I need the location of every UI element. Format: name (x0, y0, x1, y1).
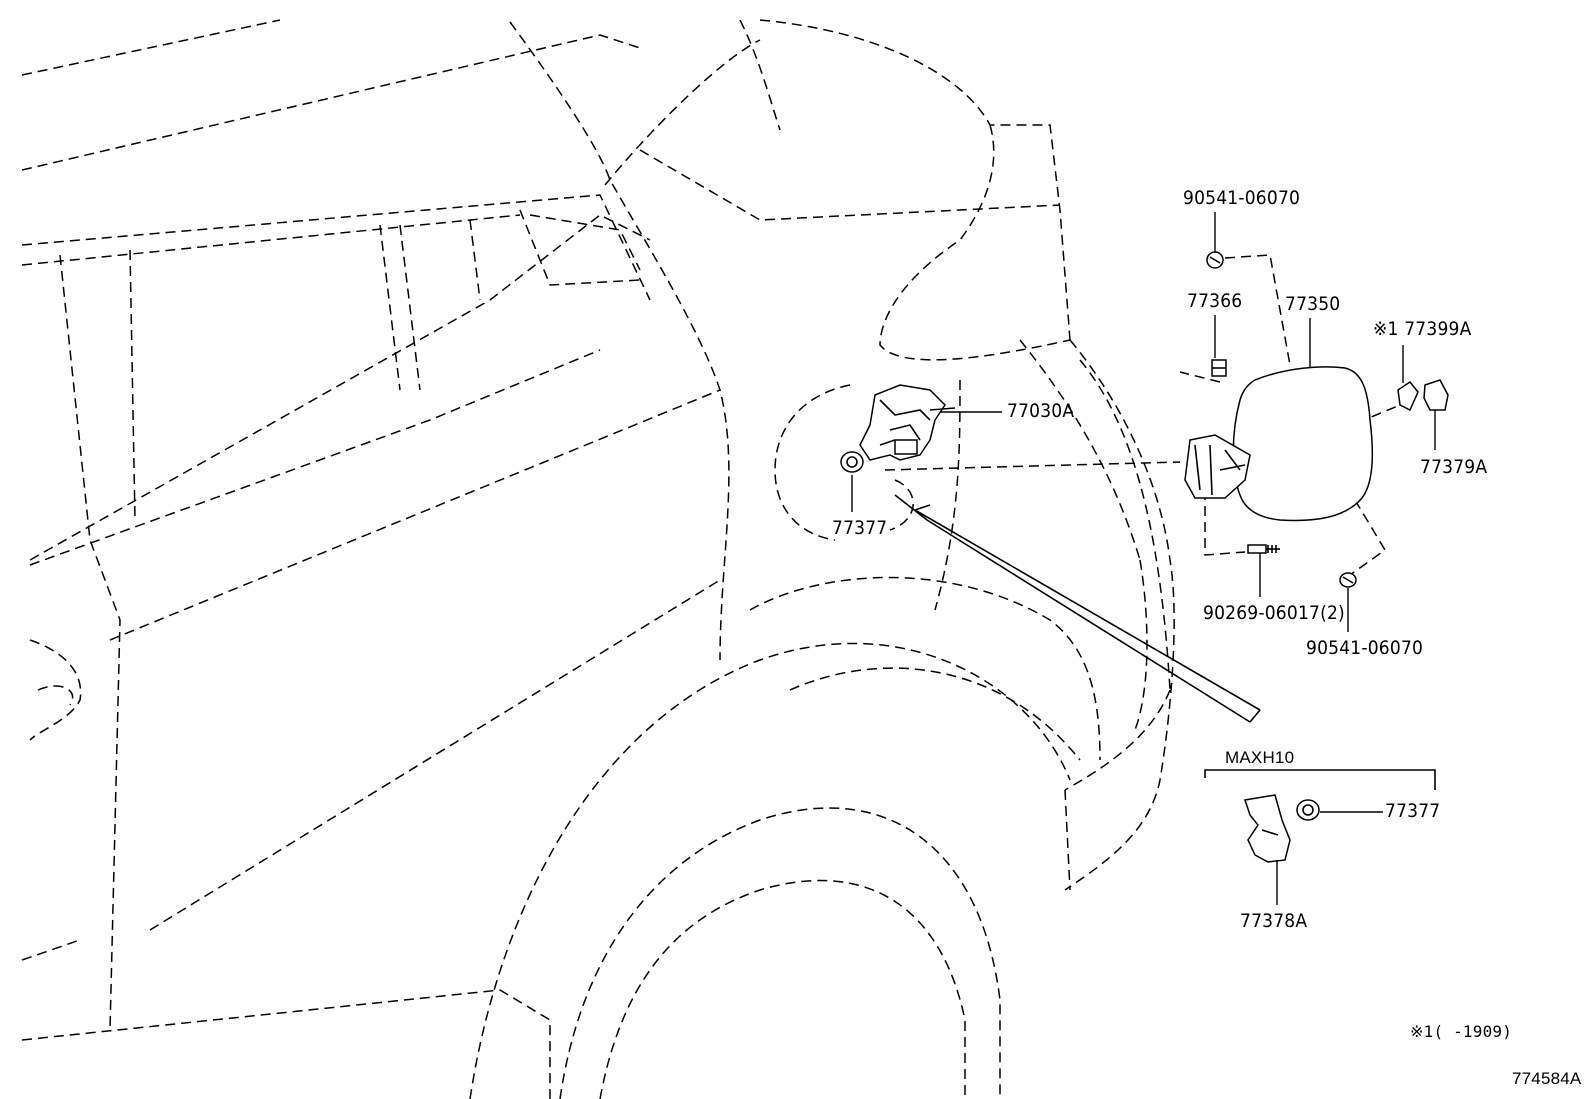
label-77378A: 77378A (1240, 910, 1308, 932)
label-90269-06017: 90269-06017(2) (1203, 602, 1345, 624)
actuator-77030A (859, 384, 956, 461)
grommet-77377-right (1296, 799, 1320, 821)
label-90541-06070-bottom: 90541-06070 (1306, 637, 1424, 659)
fuel-lid-77350 (1184, 366, 1374, 522)
label-77350: 77350 (1285, 293, 1341, 315)
label-77379A: 77379A (1420, 456, 1488, 478)
label-90541-06070-top: 90541-06070 (1183, 187, 1301, 209)
bolt-90269 (1247, 544, 1280, 554)
label-77377-left: 77377 (832, 517, 888, 539)
leader-lines (851, 212, 1436, 905)
maxh10-bracket (1204, 769, 1436, 790)
nut-90541-bottom (1339, 572, 1357, 588)
grommet-77377-left (840, 451, 864, 473)
label-77377-right: 77377 (1385, 800, 1441, 822)
label-77399A: ※1 77399A (1373, 318, 1472, 340)
clip-77366 (1211, 359, 1227, 377)
footnote: ※1( -1909) (1410, 1022, 1513, 1041)
diagram-id: 774584A (1512, 1069, 1582, 1088)
detail-arrow (894, 494, 1261, 723)
spring-77399A (1397, 380, 1419, 412)
label-77366: 77366 (1187, 290, 1243, 312)
stopper-77379A (1423, 379, 1449, 411)
guide-77378A (1244, 794, 1291, 863)
label-maxh10: MAXH10 (1225, 748, 1295, 767)
nut-90541-top (1206, 251, 1224, 269)
label-77030A: 77030A (1007, 400, 1075, 422)
car-body-outline (21, 19, 1175, 1099)
